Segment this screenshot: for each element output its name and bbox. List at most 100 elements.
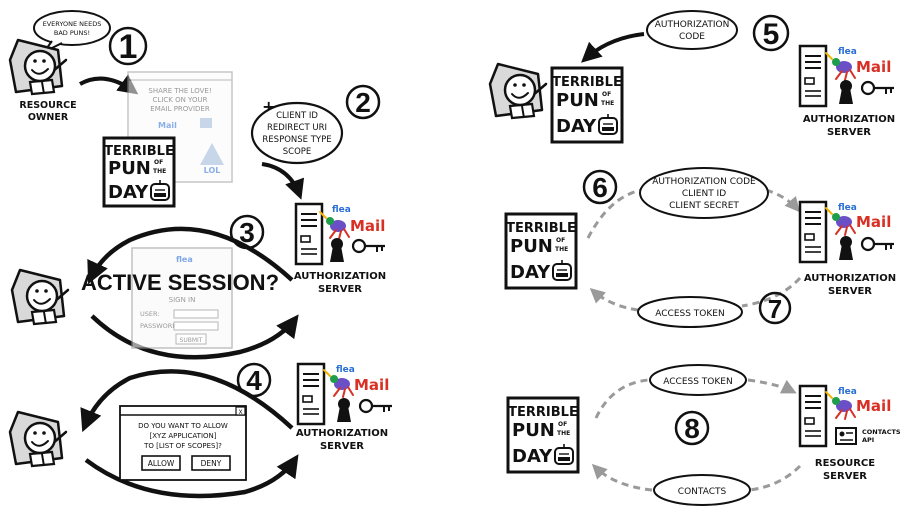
app-logo-the: THE	[153, 168, 166, 175]
owner-figure-5	[488, 62, 548, 120]
contacts-card-icon	[835, 427, 857, 445]
auth-server-4-flea: flea	[838, 203, 857, 213]
auth-server-1: flea Mail AUTHORIZATION SERVER	[294, 202, 386, 295]
login-user-label: USER:	[140, 310, 160, 318]
consent-line-2: [XYZ APPLICATION]	[150, 432, 217, 440]
app-logo-of: OF	[154, 159, 163, 166]
auth-server-3: flea Mail AUTHORIZATION SERVER	[798, 44, 895, 138]
auth-server-1-label-2: SERVER	[318, 284, 362, 295]
app-logo-6-terrible: TERRIBLE	[506, 221, 576, 236]
app-logo-6-day: DAY	[510, 262, 551, 283]
browser-line-2: CLICK ON YOUR	[153, 96, 208, 104]
consent-deny-button[interactable]	[191, 455, 231, 471]
auth-server-4-label-1: AUTHORIZATION	[804, 273, 896, 284]
step-badge-7	[758, 291, 792, 325]
app-logo-5-the: THE	[601, 100, 614, 107]
browser-lol-triangle[interactable]	[200, 143, 224, 165]
arrow-owner-to-browser	[79, 74, 139, 95]
param-scope: SCOPE	[283, 147, 312, 157]
login-sign-in: SIGN IN	[169, 296, 196, 304]
login-submit-label: SUBMIT	[180, 337, 203, 344]
step-badge-3	[229, 214, 265, 250]
browser-fleamail-logo[interactable]: Mail	[158, 121, 177, 130]
app-logo-6: TERRIBLE PUN OF THE DAY	[504, 212, 578, 290]
step-badge-1	[108, 26, 148, 66]
login-user-input[interactable]	[173, 309, 219, 319]
arrow-owner-to-server-3	[90, 314, 299, 360]
step-number-5: 5	[763, 18, 780, 51]
auth-server-2-flea: flea	[336, 365, 355, 375]
auth-server-4-mail: Mail	[856, 213, 891, 231]
login-page: flea SIGN IN USER: PASSWORD: SUBMIT	[131, 247, 233, 349]
auth-server-3-label-1: AUTHORIZATION	[803, 114, 895, 125]
app-logo-8: TERRIBLE PUN OF THE DAY	[506, 396, 580, 474]
app-logo-terrible: TERRIBLE	[104, 144, 174, 159]
step-number-8: 8	[684, 413, 700, 444]
arrow-owner-to-server-4	[84, 454, 299, 499]
dashed-token-request-right	[765, 188, 800, 213]
auth-server-2-label-2: SERVER	[320, 441, 364, 452]
param-response-type: RESPONSE TYPE	[262, 135, 331, 145]
step-badge-8	[674, 410, 710, 446]
app-logo-5: TERRIBLE PUN OF THE DAY	[550, 66, 624, 144]
auth-code-bubble	[646, 10, 738, 50]
auth-server-1-label-1: AUTHORIZATION	[294, 271, 386, 282]
step-number-3: 3	[239, 217, 255, 248]
browser-line-3: EMAIL PROVIDER	[150, 105, 210, 113]
auth-server-3-label-2: SERVER	[827, 127, 871, 138]
auth-server-3-mail: Mail	[856, 58, 891, 76]
app-logo-6-pun: PUN	[510, 236, 553, 257]
active-session-headline: ACTIVE SESSION?	[81, 270, 279, 295]
auth-server-2-mail: Mail	[354, 376, 389, 394]
access-token-2-bubble	[649, 364, 747, 396]
step-number-2: 2	[355, 87, 371, 118]
app-logo-5-pun: PUN	[556, 90, 599, 111]
app-logo-pun: PUN	[108, 158, 151, 179]
app-logo-5-terrible: TERRIBLE	[552, 75, 622, 90]
panel-step-5: AUTHORIZATION CODE 5 TERRIBLE PUN OF THE…	[488, 10, 895, 144]
consent-close-button[interactable]	[235, 406, 246, 416]
app-logo-6-the: THE	[555, 246, 568, 253]
app-logo-8-of: OF	[558, 421, 567, 428]
contacts-api-label-2: API	[862, 436, 874, 444]
contacts-api-label-1: CONTACTS	[862, 428, 901, 436]
panel-step-6-7: TERRIBLE PUN OF THE DAY 6 AUTHORIZATION …	[504, 167, 896, 328]
step-number-7: 7	[768, 294, 782, 324]
consent-line-3: TO [LIST OF SCOPES]?	[143, 442, 222, 450]
contacts-label: CONTACTS	[678, 487, 727, 497]
auth-code-line-2: CODE	[679, 32, 705, 42]
speech-line-1: EVERYONE NEEDS	[43, 20, 102, 28]
consent-allow-label: ALLOW	[148, 459, 175, 468]
dashed-api-response-left	[591, 463, 653, 492]
step-badge-2	[345, 84, 381, 120]
auth-server-1-mail: Mail	[350, 217, 385, 235]
step-number-4: 4	[246, 365, 262, 396]
step-badge-5	[752, 14, 790, 52]
auth-server-4-label-2: SERVER	[828, 286, 872, 297]
dashed-token-request-left	[586, 188, 643, 239]
app-logo-5-of: OF	[602, 91, 611, 98]
login-submit-button[interactable]	[175, 333, 207, 345]
browser-lol-label[interactable]: LOL	[204, 166, 221, 175]
app-logo-8-terrible: TERRIBLE	[508, 405, 578, 420]
arrow-server-to-owner-3	[87, 226, 294, 285]
browser-provider-icon[interactable]	[200, 118, 212, 128]
consent-line-1: DO YOU WANT TO ALLOW	[138, 422, 228, 430]
auth-server-2: flea Mail AUTHORIZATION SERVER	[296, 362, 394, 452]
login-logo: flea	[176, 255, 193, 264]
app-logo-day: DAY	[108, 182, 149, 203]
contacts-bubble	[653, 474, 751, 506]
browser-line-1: SHARE THE LOVE!	[148, 87, 211, 95]
resource-server: flea Mail CONTACTS API RESOURCE SERVER	[798, 384, 901, 482]
auth-code-line-1: AUTHORIZATION	[655, 20, 730, 30]
resource-server-label-2: SERVER	[823, 471, 867, 482]
speech-bubble	[33, 10, 111, 46]
consent-allow-button[interactable]	[141, 455, 181, 471]
app-logo-6-of: OF	[556, 237, 565, 244]
auth-server-4: flea Mail AUTHORIZATION SERVER	[798, 200, 896, 297]
token-request-bubble	[639, 167, 769, 219]
login-password-input[interactable]	[173, 321, 219, 331]
owner-figure-3	[10, 268, 70, 326]
param-redirect-uri: REDIRECT URI	[267, 123, 327, 133]
access-token-2-label: ACCESS TOKEN	[663, 377, 732, 387]
